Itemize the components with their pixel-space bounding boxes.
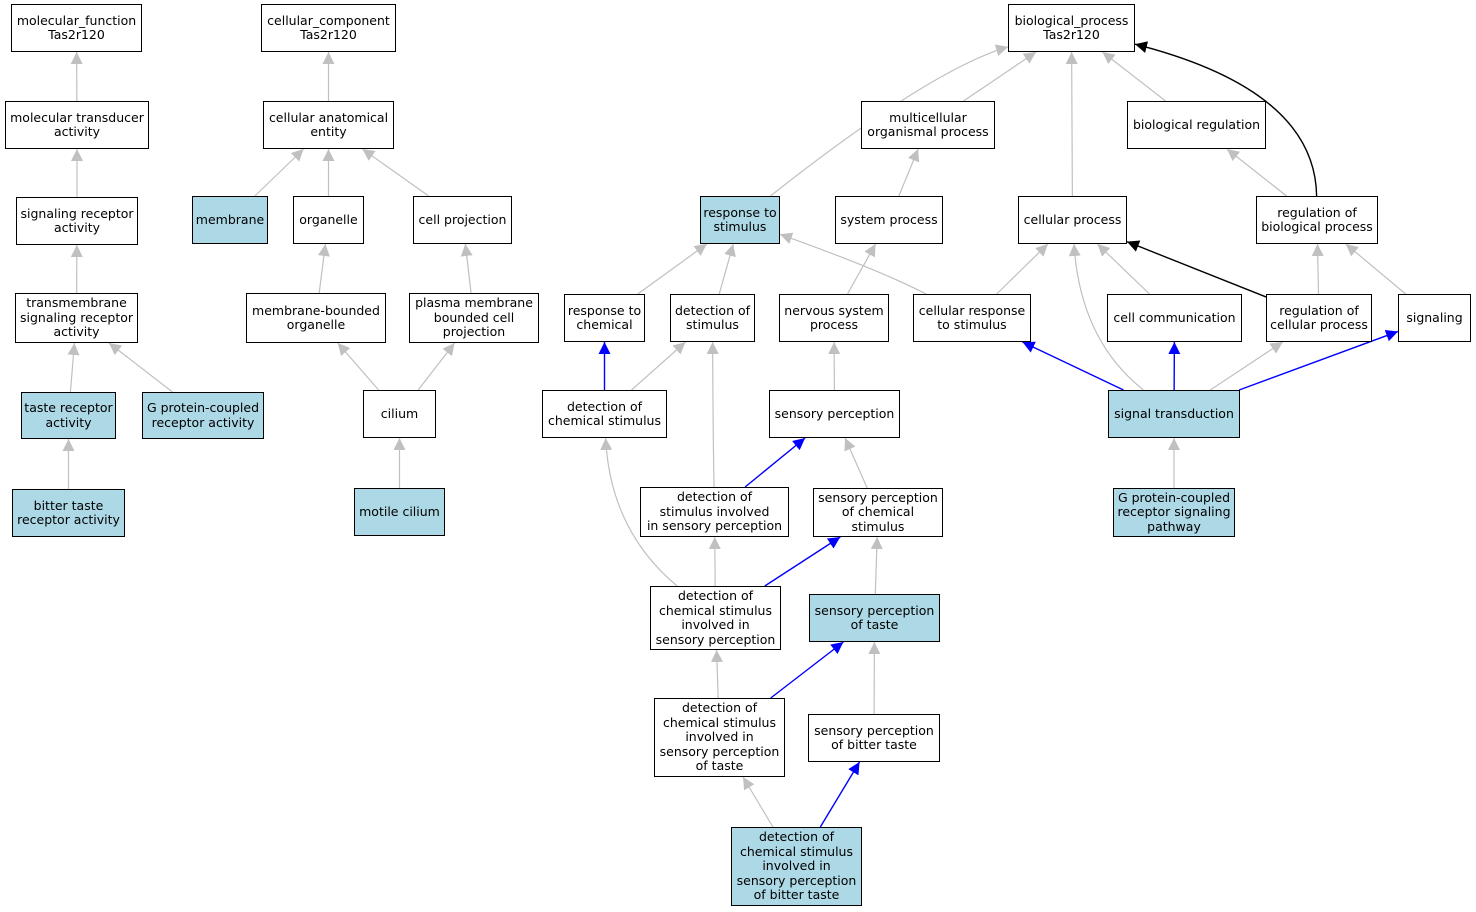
edge-st-to-rcp (1209, 341, 1284, 391)
edge-docsisp-to-spcs (764, 536, 841, 587)
go-term-node[interactable]: cellular anatomical entity (263, 101, 394, 149)
edge-docsispbt-to-spbt (819, 761, 861, 828)
edge-mop-to-bp (963, 51, 1037, 102)
edge-tra-to-tsra (67, 342, 80, 393)
go-term-node[interactable]: cell projection (413, 196, 512, 244)
go-term-node[interactable]: molecular_function Tas2r120 (11, 4, 142, 52)
go-term-node[interactable]: taste receptor activity (21, 392, 116, 439)
edge-cilium-to-mbo (337, 342, 380, 391)
edge-docs-to-dos (631, 341, 686, 391)
go-term-node[interactable]: regulation of cellular process (1266, 294, 1372, 342)
go-term-node[interactable]: membrane-bounded organelle (246, 293, 386, 343)
edge-docsispt-to-docsisp (710, 649, 723, 699)
go-term-node[interactable]: response to chemical (564, 294, 645, 342)
edge-sysp-to-mop (898, 148, 920, 197)
go-term-node[interactable]: system process (835, 196, 943, 244)
edge-dosisp-to-sp (744, 437, 806, 488)
go-term-node[interactable]: sensory perception (769, 390, 900, 438)
edge-docsispbt-to-docsispt (742, 776, 774, 828)
go-term-node[interactable]: multicellular organismal process (861, 101, 995, 149)
edge-dos-to-rts (718, 243, 736, 295)
go-term-node[interactable]: membrane (192, 196, 268, 244)
edge-rts-to-bp (770, 44, 1009, 197)
go-term-node[interactable]: transmembrane signaling receptor activit… (15, 293, 138, 343)
edge-cellproj-to-cae (362, 148, 429, 197)
go-term-node[interactable]: bitter taste receptor activity (12, 489, 125, 537)
edge-dosisp-to-dos (706, 341, 719, 488)
go-term-node[interactable]: sensory perception of taste (809, 594, 940, 642)
edge-cilium-to-pmbcp (417, 342, 456, 391)
go-term-node[interactable]: regulation of biological process (1256, 196, 1378, 244)
edge-breg-to-bp (1102, 51, 1166, 102)
go-term-node[interactable]: organelle (293, 196, 364, 244)
go-term-node[interactable]: sensory perception of bitter taste (808, 714, 940, 762)
edge-rbp-to-breg (1226, 148, 1287, 197)
edge-signaling-to-rbp (1345, 243, 1407, 295)
go-term-node[interactable]: signaling (1398, 294, 1471, 342)
go-term-node[interactable]: signal transduction (1108, 390, 1240, 438)
go-term-node[interactable]: response to stimulus (700, 196, 780, 244)
go-term-node[interactable]: detection of chemical stimulus involved … (654, 698, 785, 777)
edge-cellp-to-bp (1065, 51, 1078, 197)
edge-crs-to-rts (779, 232, 927, 295)
edge-ccomm-to-cellp (1097, 243, 1150, 295)
edge-nsp-to-sysp (846, 243, 877, 295)
edge-rtc-to-rts (637, 243, 708, 295)
go-term-node[interactable]: biological_process Tas2r120 (1008, 4, 1135, 52)
go-term-node[interactable]: cellular process (1018, 196, 1127, 244)
edge-spt-to-spcs (870, 536, 883, 595)
go-term-node[interactable]: signaling receptor activity (16, 197, 138, 245)
edge-docsispt-to-spt (770, 641, 844, 699)
go-term-node[interactable]: molecular transducer activity (5, 101, 149, 149)
go-term-node[interactable]: sensory perception of chemical stimulus (813, 488, 943, 537)
go-term-node[interactable]: plasma membrane bounded cell projection (409, 293, 539, 343)
go-term-node[interactable]: detection of chemical stimulus (542, 390, 667, 438)
go-term-node[interactable]: cellular_component Tas2r120 (261, 4, 396, 52)
edge-crs-to-cellp (996, 243, 1049, 295)
edge-st-to-crs (1022, 341, 1124, 391)
edge-rbp-to-bp (1134, 41, 1318, 197)
edge-gpcra-to-tsra (108, 342, 173, 393)
edge-membrane-to-cae (254, 148, 305, 197)
go-term-node[interactable]: nervous system process (779, 294, 889, 342)
go-term-node[interactable]: detection of stimulus (670, 294, 755, 342)
edge-mbo-to-organelle (317, 243, 330, 294)
go-term-node[interactable]: detection of chemical stimulus involved … (731, 827, 862, 906)
go-term-node[interactable]: motile cilium (354, 488, 445, 536)
edge-rcp-to-cellp (1126, 240, 1267, 298)
go-term-node[interactable]: cilium (363, 390, 436, 438)
go-term-node[interactable]: cellular response to stimulus (913, 294, 1031, 342)
edge-st-to-cellp (1068, 243, 1144, 391)
edge-docsisp-to-docs (600, 437, 678, 587)
go-term-node[interactable]: cell communication (1107, 294, 1242, 342)
go-term-node[interactable]: detection of stimulus involved in sensor… (640, 487, 789, 537)
go-term-node[interactable]: detection of chemical stimulus involved … (650, 586, 781, 650)
edge-pmbcp-to-cellproj (460, 243, 473, 294)
go-term-node[interactable]: G protein-coupled receptor signaling pat… (1113, 488, 1235, 537)
go-term-node[interactable]: biological regulation (1127, 101, 1266, 149)
go-term-node[interactable]: G protein-coupled receptor activity (142, 392, 264, 439)
edge-spcs-to-sp (844, 437, 868, 489)
edge-rcp-to-rbp (1311, 243, 1324, 295)
